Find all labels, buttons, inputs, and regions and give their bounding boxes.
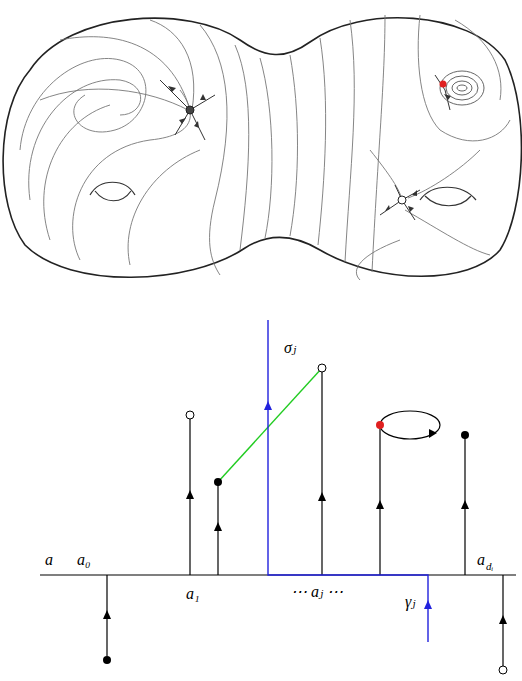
point-label: a₀	[76, 552, 92, 568]
flow-arrowheads	[168, 86, 451, 212]
filled-vertex	[103, 656, 111, 664]
blue-path	[268, 320, 428, 642]
red-vertex	[376, 421, 384, 429]
subscript: dᵢ	[485, 561, 494, 572]
red-point	[440, 81, 447, 88]
open-vertex	[186, 411, 194, 419]
filled-vertex	[461, 431, 469, 439]
path-label: γⱼ	[404, 594, 417, 610]
arrowheads	[103, 429, 507, 624]
center-orbits	[440, 71, 484, 105]
saddle-trajectories	[160, 75, 450, 220]
blue-arrowheads	[264, 401, 432, 609]
path-label: σⱼ	[283, 340, 297, 356]
point-label: a	[476, 552, 486, 568]
point-label: ⋯ aⱼ ⋯	[290, 584, 344, 600]
flow-lines	[20, 15, 510, 280]
point-label: a	[44, 552, 54, 568]
saddle-point	[186, 106, 194, 114]
point-label: a₁	[185, 586, 201, 602]
open-vertex	[499, 666, 507, 674]
surface	[3, 18, 521, 277]
saddle-point	[398, 196, 406, 204]
filled-vertex	[214, 478, 222, 486]
open-vertex	[318, 364, 326, 372]
green-segment	[218, 368, 322, 482]
